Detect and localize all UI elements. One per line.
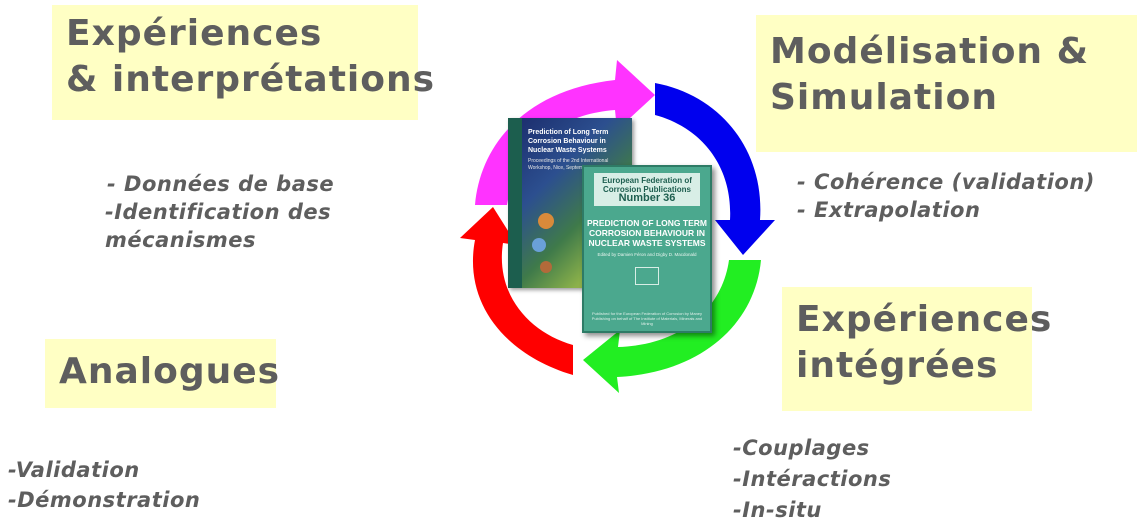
box-line: Expériences: [796, 299, 1053, 340]
book-editors: Edited by Damien Féron and Digby D. Macd…: [597, 252, 697, 257]
experiences-interpretations-box: Expériences & interprétations: [52, 5, 436, 120]
box-line: Simulation: [770, 77, 998, 118]
arrow-red: [460, 207, 573, 375]
publisher-logo: [635, 267, 659, 285]
arrow-green: [583, 260, 761, 393]
book-publisher: European Federation of Corrosion Publica…: [602, 176, 692, 194]
bullet-item: -Identification des: [105, 200, 332, 224]
bullet-item: - Extrapolation: [797, 198, 981, 222]
modelisation-bullets: - Cohérence (validation) - Extrapolation: [797, 168, 1095, 224]
modelisation-simulation-box: Modélisation & Simulation: [756, 15, 1137, 152]
bullet-item: mécanismes: [105, 228, 257, 252]
bullet-item: - Cohérence (validation): [797, 170, 1095, 194]
book-number: Number 36: [618, 192, 676, 204]
book-spine: [508, 118, 522, 288]
book-publisher-banner: European Federation of Corrosion Publica…: [594, 173, 700, 206]
integrees-bullets: -Couplages -Intéractions -In-situ: [733, 433, 891, 526]
analogues-bullets: -Validation -Démonstration: [8, 455, 200, 515]
analogues-box: Analogues: [45, 339, 281, 408]
arrow-blue: [655, 83, 775, 255]
experiences-bullets: - Données de base -Identification des mé…: [105, 170, 334, 254]
box-line: & interprétations: [66, 59, 436, 100]
book-cover-front: European Federation of Corrosion Publica…: [582, 165, 712, 333]
decorative-circle: [532, 238, 546, 252]
arrow-magenta: [475, 60, 655, 205]
decorative-circle: [540, 261, 552, 273]
decorative-circle: [538, 213, 554, 229]
bullet-item: -In-situ: [733, 498, 822, 522]
box-line: Modélisation &: [770, 31, 1089, 72]
book-back-title: Prediction of Long Term Corrosion Behavi…: [528, 129, 609, 154]
bullet-item: -Intéractions: [733, 467, 892, 491]
box-line: Expériences: [66, 13, 323, 54]
book-front-title: PREDICTION OF LONG TERM CORROSION BEHAVI…: [587, 218, 707, 248]
bullet-item: -Validation: [8, 458, 140, 482]
bullet-item: - Données de base: [107, 172, 335, 196]
cycle-arrows: [460, 60, 775, 393]
box-line: Analogues: [59, 351, 281, 392]
book-back-subtitle: Proceedings of the 2nd International Wor…: [528, 158, 609, 171]
experiences-integrees-box: Expériences intégrées: [782, 287, 1053, 411]
book-footer: Published for the European Federation of…: [591, 311, 703, 326]
bullet-item: -Couplages: [733, 436, 870, 460]
box-line: intégrées: [796, 345, 999, 386]
bullet-item: -Démonstration: [8, 488, 201, 512]
